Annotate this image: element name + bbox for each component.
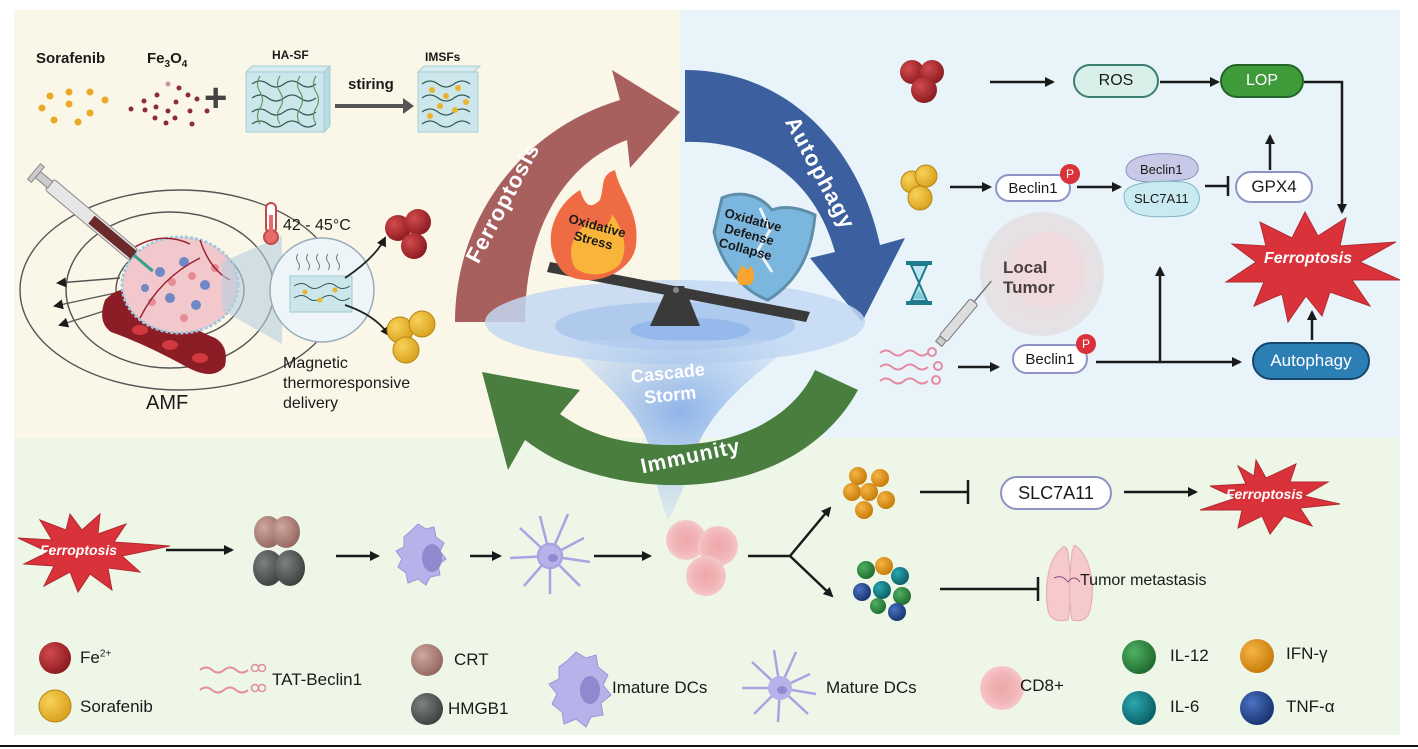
fe2-cluster-pathway xyxy=(900,60,944,103)
sorafenib-cluster-pathway xyxy=(900,164,938,211)
ferroptosis-cycle-arrow xyxy=(455,70,680,322)
cytokine-mix-cluster xyxy=(853,557,911,621)
temperature-label: 42 - 45°C xyxy=(283,217,351,234)
mature-dc-icon xyxy=(509,513,591,594)
ferroptosis-burst-bottom-label: Ferroptosis xyxy=(1226,486,1304,502)
legend-crt: CRT xyxy=(454,650,489,669)
ferroptosis-burst-left xyxy=(17,512,171,594)
plus-symbol: + xyxy=(204,76,228,120)
complex-slc7a11-label: SLC7A11 xyxy=(1134,191,1189,206)
legend-mature-dcs: Mature DCs xyxy=(826,678,917,697)
thermometer-icon xyxy=(263,202,279,245)
syringe-icon xyxy=(26,163,154,273)
crt-hmgb1-cluster xyxy=(253,516,305,586)
seesaw xyxy=(547,262,810,326)
fe3o4-title: Fe3O4 xyxy=(147,50,187,70)
legend-cd8: CD8+ xyxy=(1020,676,1064,695)
branch-down xyxy=(789,555,834,598)
flame-icon xyxy=(550,170,637,280)
heated-hydrogel xyxy=(289,253,353,313)
inhibit-ifn-slc7a11 xyxy=(920,480,970,504)
legend-tat-beclin1: TAT-Beclin1 xyxy=(272,670,363,689)
legend-il6: IL-6 xyxy=(1170,697,1200,716)
beclin1-node-bottom: Beclin1 xyxy=(1012,344,1088,374)
phospho-badge-bottom: P xyxy=(1076,334,1096,354)
delivery-caption-line2: thermoresponsive xyxy=(283,375,411,392)
immature-dc-icon xyxy=(395,523,447,586)
imsfs-title: IMSFs xyxy=(425,50,461,64)
complex-beclin1-shape xyxy=(1125,153,1199,183)
delivery-caption-line3: delivery xyxy=(283,395,339,412)
sorafenib-title: Sorafenib xyxy=(36,50,106,67)
local-tumor-line1: Local xyxy=(1003,258,1048,277)
syringe-small-icon xyxy=(934,280,992,348)
imsfs-cube xyxy=(416,65,482,133)
zoom-cone xyxy=(222,236,282,344)
tumor-mass xyxy=(120,235,240,335)
arrow-lop-ferroptosis xyxy=(1304,80,1347,214)
ros-node: ROS xyxy=(1073,64,1159,98)
inhibit-cytokines-metastasis xyxy=(940,577,1040,601)
hasf-hydrogel-cube xyxy=(244,64,332,134)
sorafenib-dots xyxy=(38,88,109,126)
ferroptosis-burst-left-label: Ferroptosis xyxy=(40,542,118,558)
lop-node: LOP xyxy=(1220,64,1304,98)
legend-hmgb1: HMGB1 xyxy=(448,699,509,718)
beclin1-node-top: Beclin1 xyxy=(995,174,1071,202)
autophagy-node: Autophagy xyxy=(1252,342,1370,380)
fe3o4-o: O xyxy=(170,50,182,67)
cascade-storm-label: Cascade Storm xyxy=(630,358,708,410)
local-tumor-label: Local Tumor xyxy=(1003,258,1055,298)
legend-sorafenib: Sorafenib xyxy=(80,697,153,716)
ferroptosis-burst-right xyxy=(1224,210,1401,324)
hasf-title: HA-SF xyxy=(272,48,309,62)
lung-icon xyxy=(1046,544,1093,622)
local-tumor-line2: Tumor xyxy=(1003,278,1055,297)
legend-ifn-gamma: IFN-γ xyxy=(1286,644,1328,663)
slc7a11-node: SLC7A11 xyxy=(1000,476,1112,510)
shield-icon xyxy=(712,192,817,302)
fe2-cluster-release xyxy=(385,209,431,259)
amf-label: AMF xyxy=(146,392,189,414)
legend-tnf-alpha: TNF-α xyxy=(1286,697,1335,716)
fe3o4-sub3: 3 xyxy=(164,59,171,70)
ifn-gamma-cluster xyxy=(843,467,895,519)
sorafenib-cluster-release xyxy=(386,310,436,364)
legend-fe2-sup: 2+ xyxy=(99,648,112,660)
delivery-caption-line1: Magnetic xyxy=(283,355,348,372)
stiring-label: stiring xyxy=(348,76,394,93)
legend-il12: IL-12 xyxy=(1170,646,1209,665)
complex-slc7a11-shape xyxy=(1123,180,1200,218)
complex-beclin1-label: Beclin1 xyxy=(1140,162,1183,177)
fe3o4-sub4: 4 xyxy=(181,59,188,70)
ferroptosis-burst-bottom xyxy=(1199,458,1341,535)
local-tumor xyxy=(980,212,1104,336)
legend-symbols xyxy=(38,639,1274,728)
legend-fe2-label: Fe xyxy=(80,648,100,667)
inhibit-complex-gpx4 xyxy=(1205,176,1230,196)
branch-up xyxy=(789,506,832,557)
gpx4-node: GPX4 xyxy=(1235,171,1313,203)
cd8-cluster xyxy=(666,520,738,596)
delivery-caption: Magnetic thermoresponsive delivery xyxy=(283,354,410,414)
ferroptosis-burst-right-label: Ferroptosis xyxy=(1264,250,1353,267)
legend-immature-dcs: Imature DCs xyxy=(612,678,708,697)
fe3o4-fe: Fe xyxy=(147,50,165,67)
immunity-cycle-arrow xyxy=(482,370,858,486)
tumor-metastasis-label: Tumor metastasis xyxy=(1080,572,1207,589)
fe3o4-dots xyxy=(128,81,210,127)
phospho-badge-top: P xyxy=(1060,164,1080,184)
tat-beclin1-peptides xyxy=(879,347,943,385)
bottom-rule xyxy=(0,745,1418,747)
autophagy-cycle-arrow xyxy=(685,70,905,322)
hourglass-icon xyxy=(906,261,932,305)
legend-fe2: Fe2+ xyxy=(80,648,111,668)
